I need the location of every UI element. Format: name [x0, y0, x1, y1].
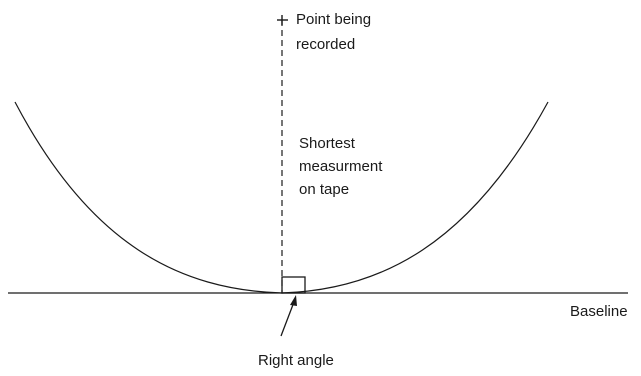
- tape-label-line2: measurment: [299, 158, 383, 175]
- point-marker-icon: [277, 15, 288, 25]
- tape-label-line1: Shortest: [299, 135, 356, 152]
- point-label-line1: Point being: [296, 11, 371, 28]
- baseline-label: Baseline: [570, 303, 628, 320]
- arrow-icon: [280, 295, 297, 337]
- tape-label-line3: on tape: [299, 181, 349, 198]
- point-label-line2: recorded: [296, 36, 355, 53]
- right-angle-box: [281, 276, 306, 294]
- right-angle-label: Right angle: [258, 352, 334, 369]
